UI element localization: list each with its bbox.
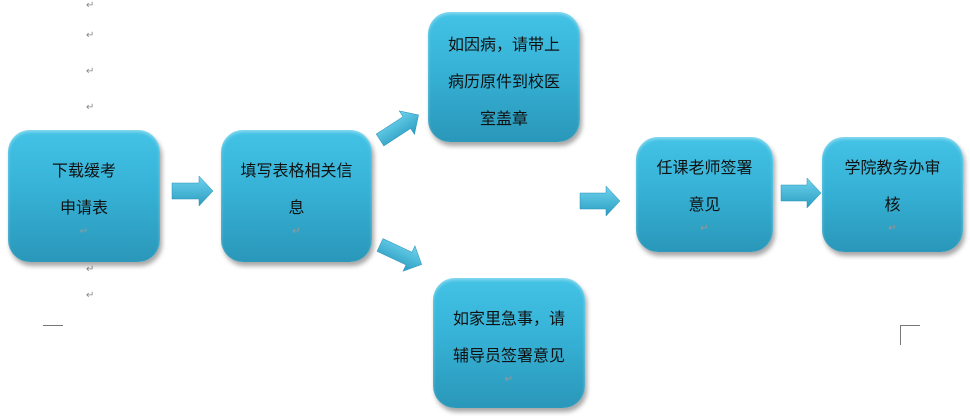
paragraph-mark: ↵ xyxy=(86,290,95,301)
arrow-up-right-icon xyxy=(375,110,419,147)
step-text: 意见 xyxy=(688,195,721,214)
step-text: 室盖章 xyxy=(479,109,528,128)
step-text: 学院教务办审 xyxy=(844,158,941,177)
step-text: 息 xyxy=(288,198,305,217)
step-text: 下载缓考 xyxy=(51,161,116,180)
return-mark: ↵ xyxy=(504,374,514,385)
step-text: 核 xyxy=(884,195,901,214)
step-text: 如家里急事，请 xyxy=(452,309,565,328)
step-text: 病历原件到校医 xyxy=(447,72,560,91)
arrow-right-icon xyxy=(780,177,822,209)
paragraph-mark: ↵ xyxy=(86,264,95,275)
corner-mark-left xyxy=(43,325,63,345)
step-text: 填写表格相关信 xyxy=(240,161,353,180)
step-text: 任课老师签署 xyxy=(656,158,753,177)
step-academic-review: 学院教务办审 核 ↵ xyxy=(822,137,963,252)
paragraph-mark: ↵ xyxy=(86,66,95,77)
return-mark: ↵ xyxy=(79,226,89,237)
arrow-right-icon xyxy=(579,185,621,217)
paragraph-mark: ↵ xyxy=(86,0,95,11)
step-text: 辅导员签署意见 xyxy=(452,346,565,365)
step-download-form: 下载缓考 申请表 ↵ xyxy=(8,130,160,262)
step-text: 申请表 xyxy=(59,198,108,217)
step-family-emergency: 如家里急事，请 辅导员签署意见 ↵ xyxy=(433,278,585,408)
paragraph-mark: ↵ xyxy=(86,30,95,41)
return-mark: ↵ xyxy=(292,226,301,237)
corner-mark-right xyxy=(900,325,920,345)
paragraph-mark: ↵ xyxy=(86,102,95,113)
return-mark: ↵ xyxy=(700,223,709,234)
step-text: 如因病，请带上 xyxy=(447,35,560,54)
step-fill-form: 填写表格相关信 息 ↵ xyxy=(221,130,372,262)
return-mark: ↵ xyxy=(888,223,897,234)
arrow-right-icon xyxy=(171,175,214,207)
arrow-down-right-icon xyxy=(376,238,423,272)
step-illness: 如因病，请带上 病历原件到校医 室盖章 xyxy=(428,12,580,142)
step-teacher-sign: 任课老师签署 意见 ↵ xyxy=(636,137,773,252)
